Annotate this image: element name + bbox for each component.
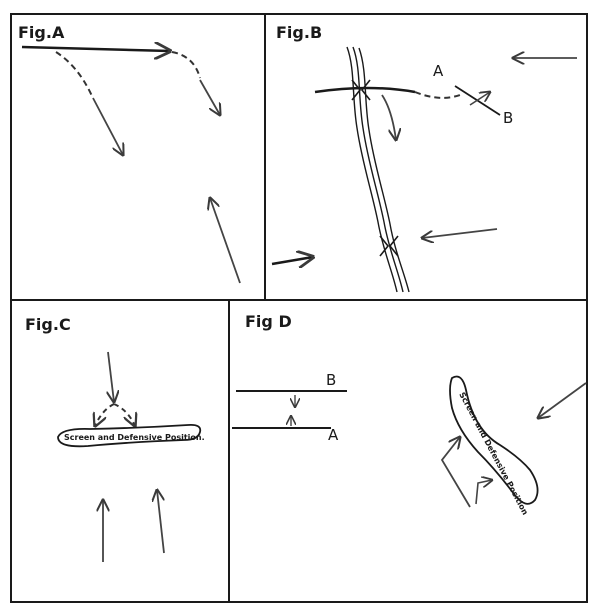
fig-d-counter-arrow-left [440,437,471,508]
fig-b-crossing-lower [379,235,399,257]
fig-a-title: Fig.A [18,23,65,42]
panel-fig-c: Fig.C Screen and Defensive Position. [25,315,205,562]
fig-d-counter-arrow-right [475,480,492,505]
fig-b-small-arrow [469,92,490,106]
fig-a-turn-left-arrow [92,97,123,155]
fig-b-crossing-upper [351,79,371,101]
fig-d-position-label: Screen and Defensive Position [457,391,530,517]
fig-b-label-a: A [433,62,444,80]
fig-b-title: Fig.B [276,23,322,42]
fig-a-dashed-turn-left [55,51,93,97]
panel-fig-a: Fig.A [18,23,241,284]
fig-c-dashed-right [113,403,135,426]
fig-b-down-arrow [381,94,396,140]
fig-a-dashed-turn-right [171,51,201,79]
fig-c-reserve-arrow-right [157,490,165,554]
fig-d-enemy-arrow [538,382,587,418]
fig-b-enemy-arrow-middle [422,228,498,238]
fig-b-dashed-route [414,91,461,99]
fig-a-enemy-arrow [210,198,241,284]
fig-a-main-advance-arrow [21,47,170,51]
fig-c-title: Fig.C [25,315,71,334]
fig-d-defensive-position [449,375,539,505]
fig-a-turn-right-arrow [199,79,220,115]
fig-c-dashed-left [95,403,115,426]
fig-c-enemy-arrow [108,351,114,402]
fig-b-main-route [314,86,416,94]
fig-d-label-b: B [326,371,336,389]
panel-fig-d: Fig D B A Screen and Defensive Position [232,312,587,517]
fig-c-defensive-position [57,423,202,448]
panel-fig-b: Fig.B A B [271,23,577,293]
outer-frame [10,13,588,603]
fig-b-label-b: B [503,109,513,127]
fig-d-title: Fig D [245,312,292,331]
fig-c-position-label: Screen and Defensive Position. [64,433,205,442]
fig-b-friendly-arrow [271,257,313,264]
fig-d-label-a: A [328,426,339,444]
fig-b-stream [346,46,410,293]
